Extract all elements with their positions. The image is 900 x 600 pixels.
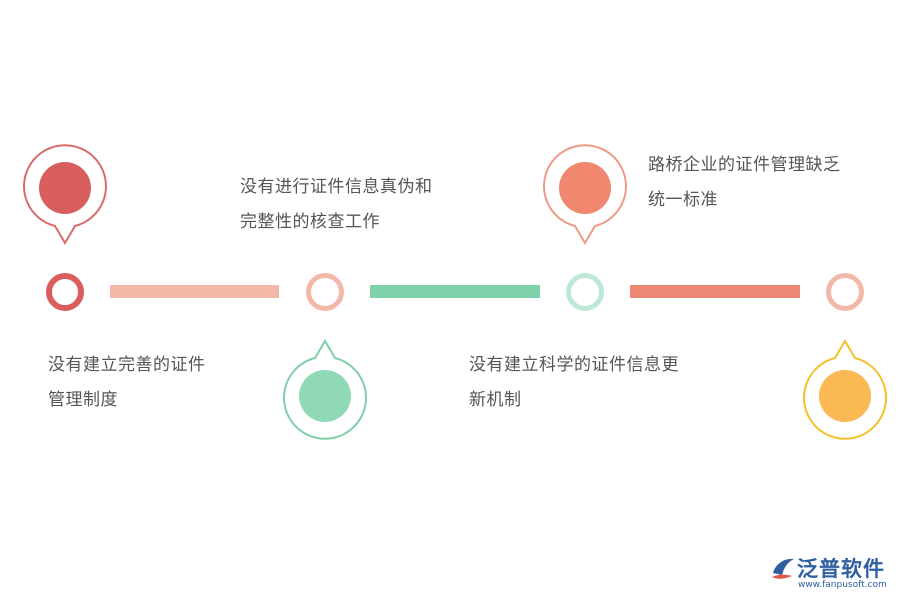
pin-marker-4 bbox=[802, 339, 888, 440]
timeline-node-4 bbox=[826, 273, 864, 311]
step-3-text: 路桥企业的证件管理缺乏 统一标准 bbox=[648, 148, 841, 218]
step-2-line-1: 没有进行证件信息真伪和 bbox=[240, 177, 433, 197]
step-2-text: 没有进行证件信息真伪和 完整性的核查工作 bbox=[240, 170, 433, 240]
timeline-node-2 bbox=[306, 273, 344, 311]
connector-bar-3 bbox=[630, 285, 800, 298]
step-4-line-2: 新机制 bbox=[469, 390, 522, 410]
timeline-node-1 bbox=[46, 273, 84, 311]
connector-bar-1 bbox=[110, 285, 279, 298]
logo-url: www.fanpusoft.com bbox=[798, 580, 887, 590]
pin-marker-1 bbox=[22, 144, 108, 246]
connector-bar-2 bbox=[370, 285, 540, 298]
fanpu-logo-icon bbox=[772, 558, 794, 579]
step-4-line-1: 没有建立科学的证件信息更 bbox=[469, 355, 679, 375]
pin-marker-3 bbox=[542, 144, 628, 246]
step-1-line-1: 没有建立完善的证件 bbox=[48, 355, 206, 375]
step-4-text: 没有建立科学的证件信息更 新机制 bbox=[469, 348, 679, 418]
step-2-line-2: 完整性的核查工作 bbox=[240, 212, 380, 232]
step-1-line-2: 管理制度 bbox=[48, 390, 118, 410]
pin-marker-2 bbox=[282, 339, 368, 440]
brand-logo: 泛普软件 www.fanpusoft.com bbox=[770, 553, 890, 595]
timeline-node-3 bbox=[566, 273, 604, 311]
step-1-text: 没有建立完善的证件 管理制度 bbox=[48, 348, 206, 418]
step-3-line-1: 路桥企业的证件管理缺乏 bbox=[648, 155, 841, 175]
logo-name: 泛普软件 bbox=[797, 557, 885, 581]
step-3-line-2: 统一标准 bbox=[648, 190, 718, 210]
